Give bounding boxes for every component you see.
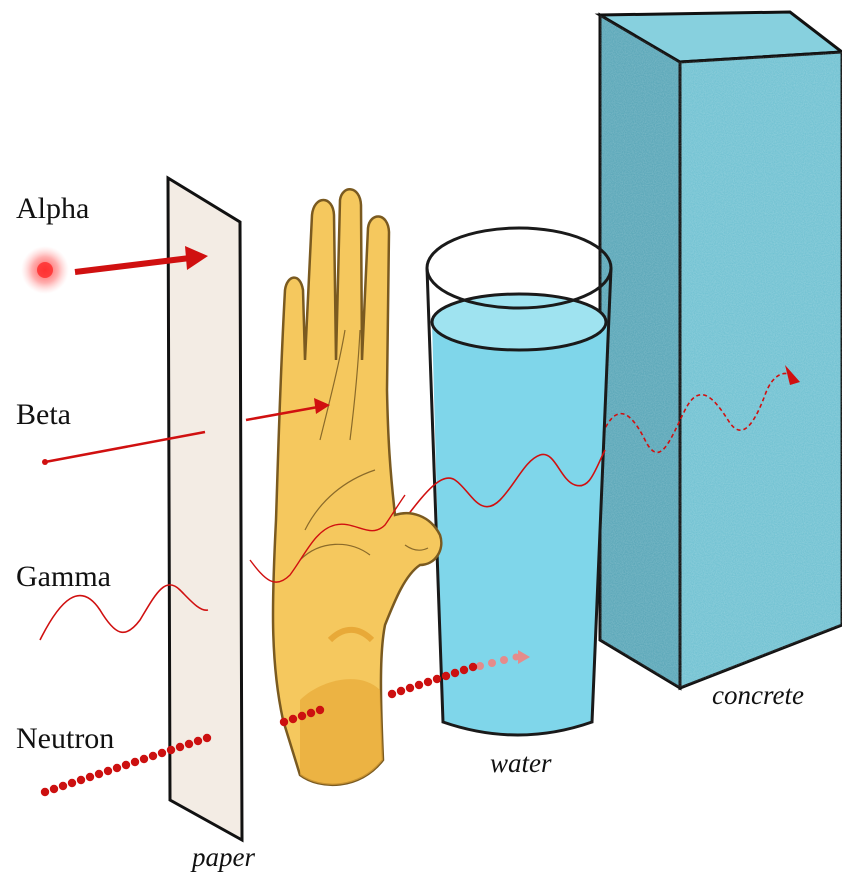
alpha-label: Alpha (16, 192, 89, 226)
neutron-label: Neutron (16, 722, 114, 756)
gamma-label: Gamma (16, 560, 111, 594)
hand (273, 189, 441, 785)
beta-label: Beta (16, 398, 71, 432)
concrete-block (600, 12, 842, 688)
concrete-label: concrete (712, 680, 804, 711)
paper-label: paper (192, 842, 255, 873)
water-label: water (490, 748, 552, 779)
